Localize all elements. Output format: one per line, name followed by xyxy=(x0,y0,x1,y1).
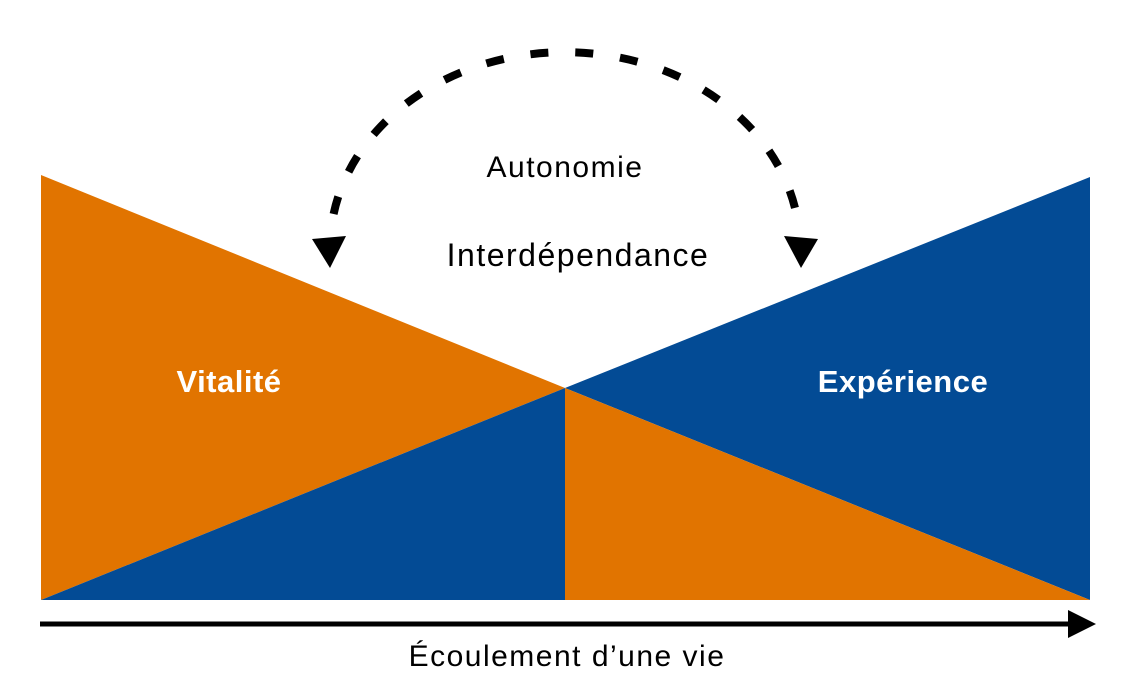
bottom-left-blue-triangle xyxy=(41,388,565,600)
interdependence-label: Interdépendance xyxy=(447,237,710,273)
arc-arrowhead-right-icon xyxy=(784,236,818,268)
vitality-wedge xyxy=(41,175,565,600)
experience-label: Expérience xyxy=(818,364,988,399)
dashed-arc xyxy=(329,48,801,215)
arc-arrowhead-left-icon xyxy=(312,236,346,268)
vitality-label: Vitalité xyxy=(176,364,281,399)
autonomy-label: Autonomie xyxy=(487,151,644,184)
experience-wedge xyxy=(565,177,1090,600)
bottom-right-orange-triangle xyxy=(565,388,1090,600)
timeline-axis-label: Écoulement d’une vie xyxy=(409,640,726,673)
timeline-arrowhead-icon xyxy=(1068,610,1096,638)
